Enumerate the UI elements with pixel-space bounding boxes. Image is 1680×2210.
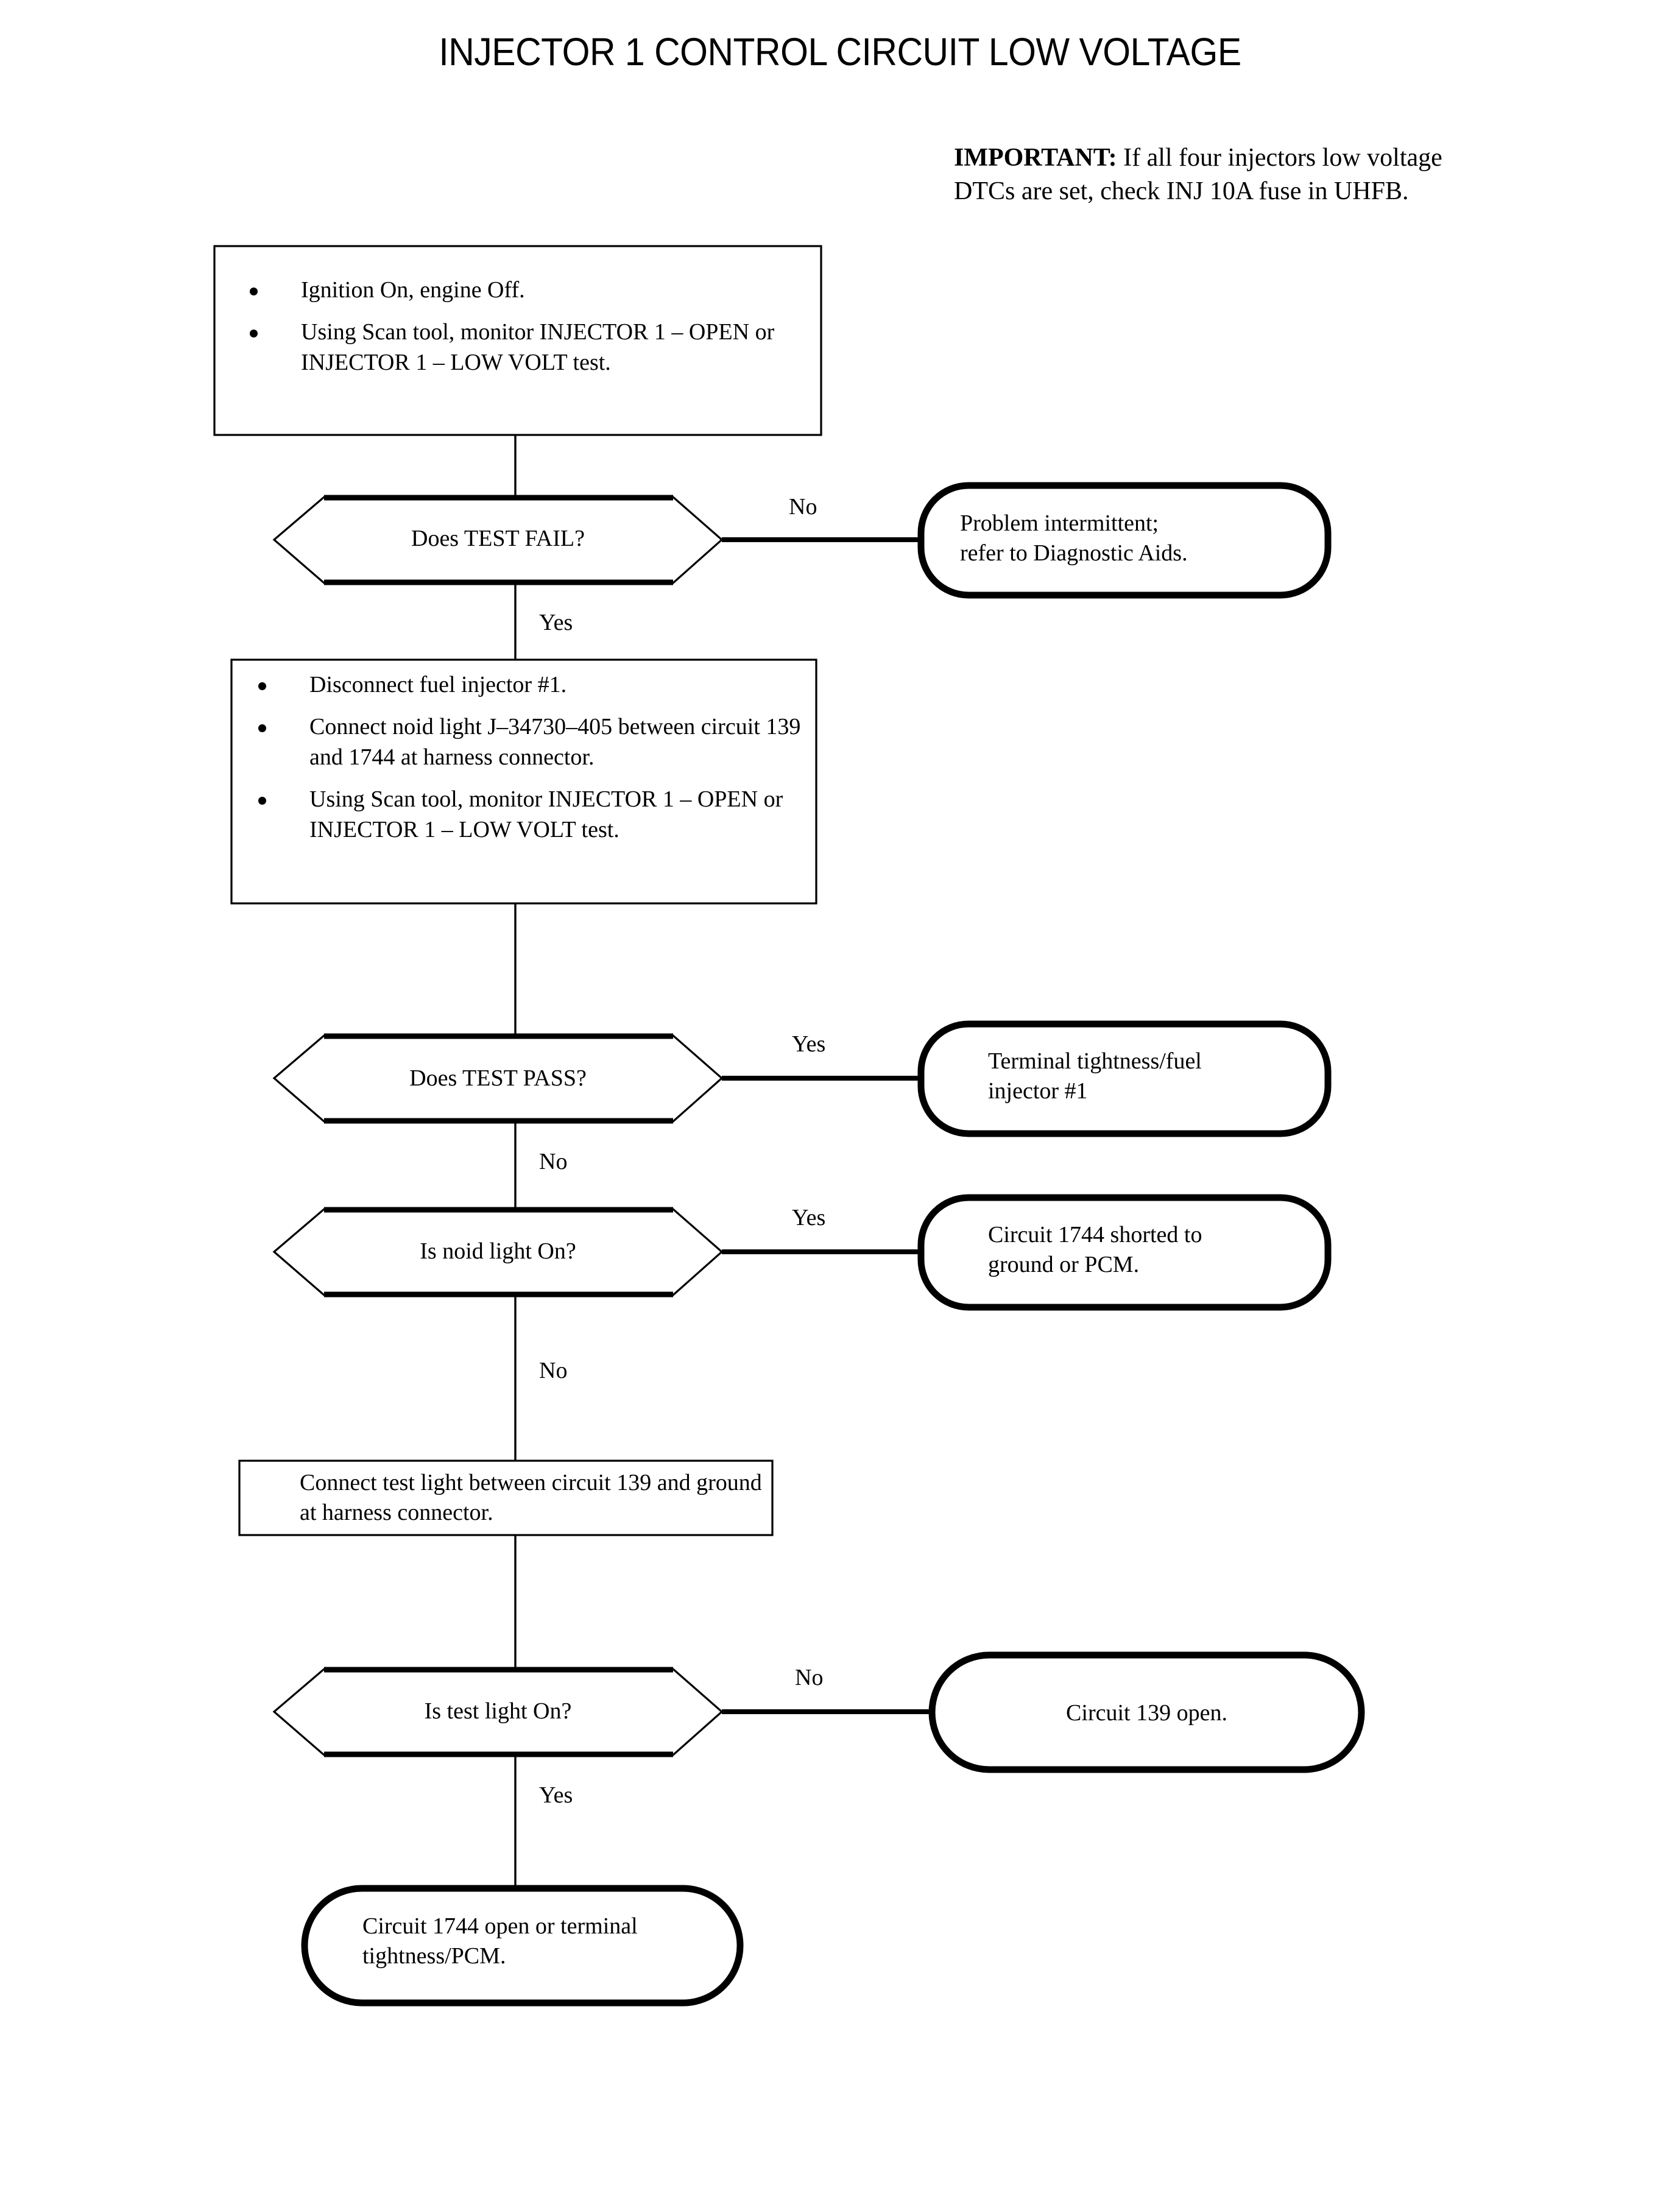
terminal-5-line-1: Circuit 1744 open or terminal: [362, 1913, 638, 1939]
bullet-dot-icon: [250, 287, 258, 295]
terminal-3-outline: [917, 1194, 1332, 1311]
bullet-dot-icon: [258, 796, 266, 805]
terminal-2-outline: [917, 1020, 1332, 1137]
branch-label-decision1-no: No: [789, 494, 817, 520]
bullet-text: Ignition On, engine Off.: [301, 277, 525, 303]
bullet-text: Using Scan tool, monitor INJECTOR 1 – OP…: [309, 786, 783, 842]
process-box-1-bullets: Ignition On, engine Off. Using Scan tool…: [234, 275, 800, 378]
process-box-3-text: Connect test light between circuit 139 a…: [300, 1468, 763, 1528]
list-item: Using Scan tool, monitor INJECTOR 1 – OP…: [234, 317, 800, 378]
terminal-5-outline: [301, 1885, 744, 2007]
bullet-text: Connect noid light J–34730–405 between c…: [309, 714, 801, 770]
branch-label-decision3-yes: Yes: [792, 1205, 826, 1230]
decision-1-label: Does TEST FAIL?: [411, 526, 585, 551]
decision-4-label: Is test light On?: [424, 1698, 572, 1724]
terminal-2-line-1: Terminal tightness/fuel: [988, 1048, 1202, 1074]
decision-3-label: Is noid light On?: [420, 1238, 576, 1264]
list-item: Ignition On, engine Off.: [234, 275, 800, 305]
process-box-3-body: Connect test light between circuit 139 a…: [300, 1470, 762, 1526]
terminal-2-line-2: injector #1: [988, 1078, 1088, 1104]
terminal-3-line-1: Circuit 1744 shorted to: [988, 1222, 1202, 1248]
bullet-dot-icon: [258, 724, 266, 733]
bullet-dot-icon: [258, 682, 266, 690]
branch-label-decision4-no: No: [795, 1665, 824, 1690]
page-title: INJECTOR 1 CONTROL CIRCUIT LOW VOLTAGE: [439, 30, 1241, 74]
branch-label-decision3-no: No: [539, 1358, 568, 1383]
branch-label-decision4-yes: Yes: [539, 1782, 573, 1808]
branch-label-decision2-no: No: [539, 1149, 568, 1174]
list-item: Using Scan tool, monitor INJECTOR 1 – OP…: [242, 785, 803, 845]
bullet-dot-icon: [250, 330, 258, 338]
terminal-1-line-2: refer to Diagnostic Aids.: [960, 540, 1188, 567]
process-box-3-outline: [238, 1460, 774, 1536]
bullet-text: Using Scan tool, monitor INJECTOR 1 – OP…: [301, 319, 775, 375]
terminal-4-text: Circuit 139 open.: [932, 1698, 1361, 1728]
decision-2-label: Does TEST PASS?: [409, 1065, 587, 1091]
list-item: Connect noid light J–34730–405 between c…: [242, 712, 803, 772]
bullet-text: Disconnect fuel injector #1.: [309, 672, 567, 697]
branch-label-decision2-yes: Yes: [792, 1031, 826, 1057]
terminal-5-text: Circuit 1744 open or terminal tightness/…: [362, 1912, 734, 1972]
important-note-body: If all four injectors low voltage DTCs a…: [954, 144, 1442, 205]
process-box-2-outline: [230, 658, 817, 905]
terminal-1-outline: [917, 482, 1332, 599]
process-box-2-bullets: Disconnect fuel injector #1. Connect noi…: [242, 670, 803, 845]
important-note-lead: IMPORTANT:: [954, 144, 1117, 172]
terminal-3-text: Circuit 1744 shorted to ground or PCM.: [988, 1220, 1329, 1280]
list-item: Disconnect fuel injector #1.: [242, 670, 803, 700]
terminal-1-text: Problem intermittent; refer to Diagnosti…: [960, 509, 1325, 569]
terminal-3-line-2: ground or PCM.: [988, 1252, 1140, 1278]
process-box-1-outline: [213, 245, 822, 436]
terminal-4-line-1: Circuit 139 open.: [1066, 1700, 1227, 1726]
branch-label-decision1-yes: Yes: [539, 610, 573, 635]
terminal-4-outline: [928, 1651, 1365, 1773]
terminal-5-line-2: tightness/PCM.: [362, 1943, 506, 1969]
terminal-1-line-1: Problem intermittent;: [960, 510, 1159, 536]
terminal-2-text: Terminal tightness/fuel injector #1: [988, 1047, 1329, 1107]
important-note: IMPORTANT: If all four injectors low vol…: [954, 141, 1459, 208]
